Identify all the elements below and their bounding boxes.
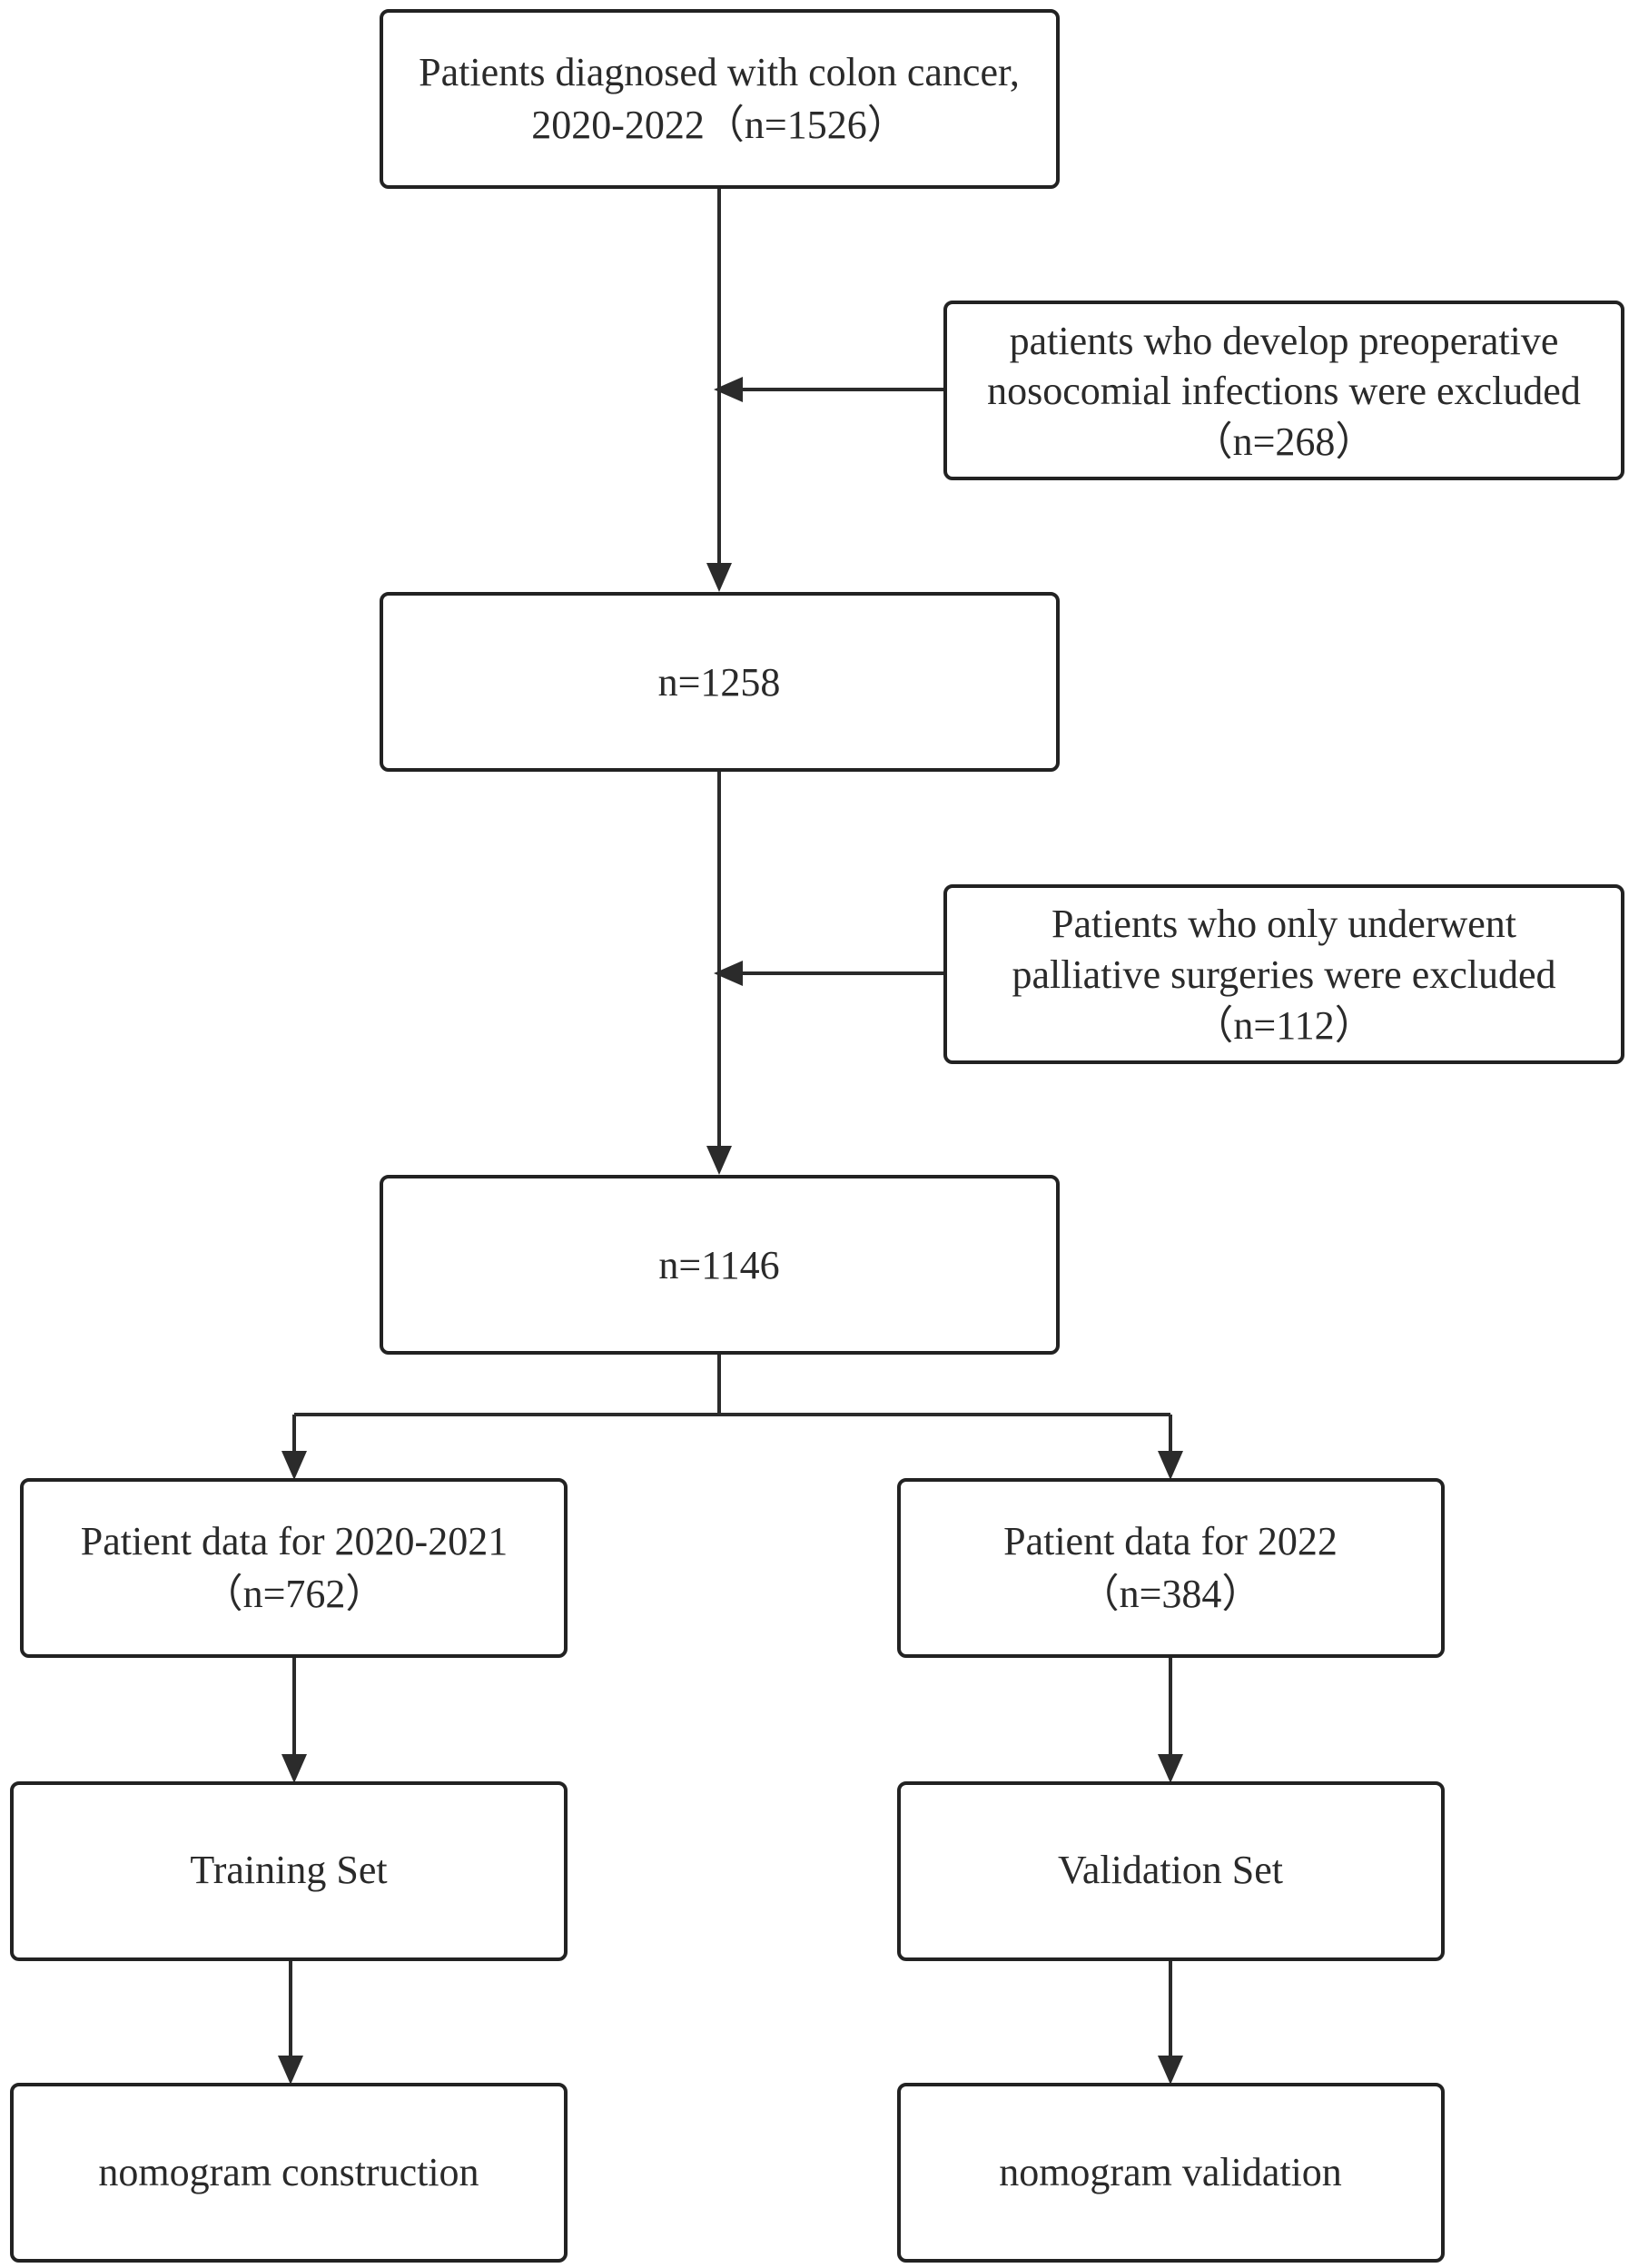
arrowhead-exclusion-palliative	[714, 961, 743, 986]
box-n1146-line-1: n=1146	[658, 1243, 779, 1287]
box-nomogram-validation: nomogram validation	[897, 2083, 1445, 2263]
arrowhead-to-data-2022	[1158, 1451, 1183, 1480]
arrowhead-to-data-2020-2021	[281, 1451, 307, 1480]
box-validation-set-line-1: Validation Set	[1058, 1848, 1283, 1892]
arrowhead-to-nomogram-construction	[278, 2056, 303, 2085]
box-training-set-line-1: Training Set	[190, 1848, 387, 1892]
arrowhead-exclusion-infection	[714, 377, 743, 402]
box-start-line-1: Patients diagnosed with colon cancer,	[419, 50, 1020, 94]
box-exclude-infection-line-3: （n=268）	[1193, 419, 1376, 464]
box-n1258-line-1: n=1258	[658, 660, 781, 705]
box-start: Patients diagnosed with colon cancer, 20…	[380, 9, 1060, 189]
box-nomogram-construction-line-1: nomogram construction	[98, 2150, 479, 2194]
arrowhead-to-n1146	[706, 1146, 732, 1175]
box-exclude-palliative-line-3: （n=112）	[1193, 1003, 1374, 1048]
box-exclude-infection-line-2: nosocomial infections were excluded	[987, 369, 1581, 413]
box-data-2020-2021: Patient data for 2020-2021 （n=762）	[20, 1478, 568, 1658]
box-n1146: n=1146	[380, 1175, 1060, 1355]
box-data-2022-line-2: （n=384）	[1080, 1572, 1262, 1616]
box-nomogram-validation-line-1: nomogram validation	[999, 2150, 1342, 2194]
box-nomogram-construction: nomogram construction	[10, 2083, 568, 2263]
arrowhead-to-training-set	[281, 1754, 307, 1783]
box-n1258: n=1258	[380, 592, 1060, 772]
box-start-line-2: 2020-2022（n=1526）	[531, 103, 906, 147]
box-data-2020-2021-line-2: （n=762）	[203, 1572, 386, 1616]
box-exclude-infection-line-1: patients who develop preoperative	[1010, 319, 1559, 363]
box-data-2022-line-1: Patient data for 2022	[1003, 1519, 1338, 1563]
arrowhead-to-n1258	[706, 563, 732, 592]
arrowhead-to-validation-set	[1158, 1754, 1183, 1783]
box-validation-set: Validation Set	[897, 1781, 1445, 1961]
box-exclude-palliative-line-2: palliative surgeries were excluded	[1012, 952, 1555, 997]
box-data-2022: Patient data for 2022 （n=384）	[897, 1478, 1445, 1658]
box-exclude-infection: patients who develop preoperative nosoco…	[943, 301, 1624, 480]
box-data-2020-2021-line-1: Patient data for 2020-2021	[81, 1519, 508, 1563]
connectors	[278, 189, 1183, 2085]
box-training-set: Training Set	[10, 1781, 568, 1961]
arrowhead-to-nomogram-validation	[1158, 2056, 1183, 2085]
box-exclude-palliative: Patients who only underwent palliative s…	[943, 884, 1624, 1064]
box-exclude-palliative-line-1: Patients who only underwent	[1051, 902, 1516, 946]
